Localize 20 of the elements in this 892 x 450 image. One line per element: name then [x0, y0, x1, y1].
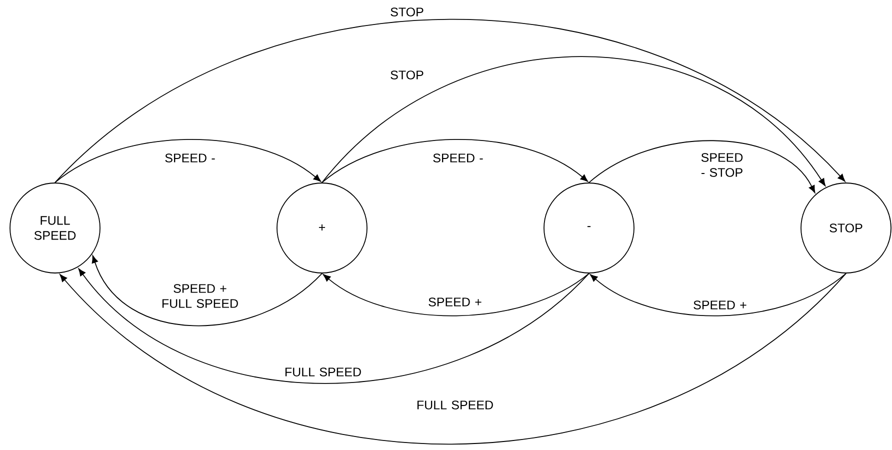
- edge-label: SPEED -: [165, 154, 215, 162]
- arrow: [588, 140, 816, 194]
- arrow: [590, 273, 846, 316]
- arrow: [54, 139, 322, 183]
- arrow: [78, 268, 590, 384]
- arrow: [322, 56, 826, 186]
- edge-label: STOP: [390, 70, 424, 80]
- edge-label: SPEED + FULL SPEED: [162, 284, 238, 308]
- arrow: [92, 255, 322, 326]
- edge-label: SPEED -: [433, 154, 483, 162]
- arrow: [54, 18, 846, 183]
- edge-label: FULL SPEED: [285, 368, 361, 376]
- arrow: [60, 273, 846, 445]
- arrow: [322, 273, 590, 316]
- edge-label: SPEED - STOP: [701, 153, 743, 177]
- arrow: [322, 139, 588, 183]
- edge-label: SPEED +: [428, 298, 482, 306]
- edge-label: FULL SPEED: [417, 400, 493, 410]
- edge-label: SPEED +: [694, 300, 746, 310]
- edge-label: STOP: [390, 8, 424, 16]
